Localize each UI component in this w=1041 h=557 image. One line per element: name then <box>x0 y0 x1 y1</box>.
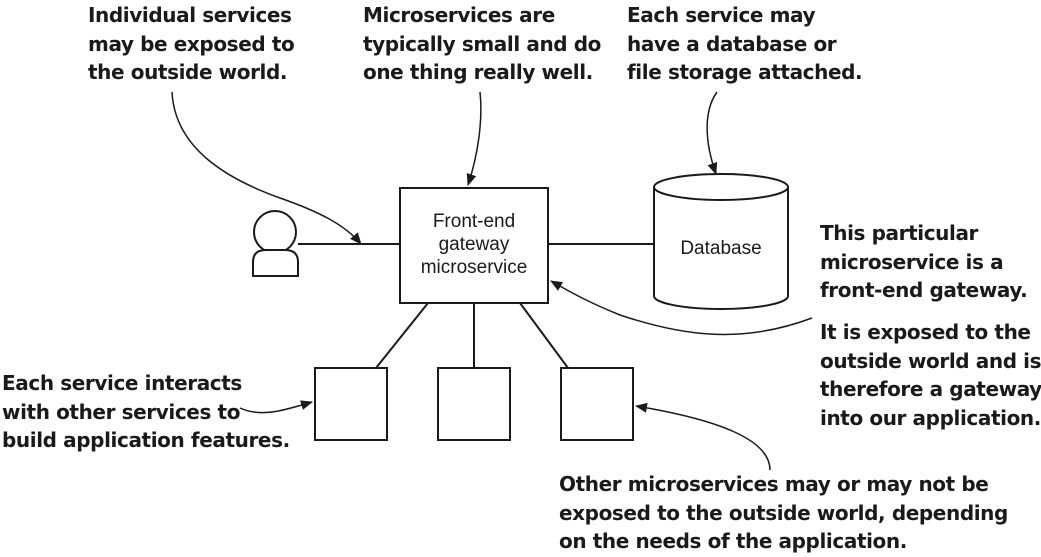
note-small-line-1: Microservices are <box>363 3 555 27</box>
note-small-line-3: one thing really well. <box>363 60 593 84</box>
note-interacts-line-2: with other services to <box>2 399 241 424</box>
note-interacts-line-3: build application features. <box>2 428 290 452</box>
gateway-label-line-3: microservice <box>420 257 528 278</box>
note-exposed: Individual services may be exposed to th… <box>88 1 295 87</box>
note-others-line-2: exposed to the outside world, depending <box>559 500 1008 525</box>
gateway-label-line-1: Front-end <box>432 211 516 232</box>
gateway-desc-arrow <box>550 280 813 336</box>
service-box-right <box>560 367 634 441</box>
database-label-text: Database <box>680 238 762 259</box>
gateway-service-right-connector <box>519 302 569 369</box>
note-exposed-gateway-line-1: It is exposed to the <box>820 320 1031 344</box>
gateway-microservice-box <box>399 187 549 304</box>
note-exposed-line-1: Individual services <box>88 3 292 27</box>
small-arrow <box>466 91 482 186</box>
note-exposed-gateway-line-3: therefore a gateway <box>820 377 1041 401</box>
note-small: Microservices are typically small and do… <box>363 1 601 87</box>
note-interacts: Each service interacts with other servic… <box>2 369 290 455</box>
gateway-label: Front-end gateway microservice <box>400 210 548 279</box>
database-label: Database <box>654 237 788 260</box>
service-box-left <box>314 367 388 441</box>
note-exposed-gateway-line-2: outside world and is <box>820 348 1041 373</box>
note-others-line-3: on the needs of the application. <box>559 529 907 553</box>
note-storage-line-1: Each service may <box>627 3 816 27</box>
note-small-line-2: typically small and do <box>363 31 602 56</box>
note-storage: Each service may have a database or file… <box>627 1 863 87</box>
note-gateway-desc: This particular microservice is a front-… <box>820 219 1028 305</box>
note-exposed-gateway: It is exposed to the outside world and i… <box>820 318 1041 432</box>
note-interacts-line-1: Each service interacts <box>2 371 242 395</box>
gateway-service-left-connector <box>375 302 429 369</box>
note-storage-line-2: have a database or <box>627 31 837 56</box>
exposed-arrow <box>171 91 362 245</box>
note-exposed-line-3: the outside world. <box>88 60 288 84</box>
note-exposed-line-2: may be exposed to <box>88 31 295 56</box>
others-arrow <box>635 402 771 471</box>
note-others-line-1: Other microservices may or may not be <box>559 472 989 496</box>
service-box-middle <box>437 367 511 441</box>
storage-arrow <box>706 91 718 175</box>
gateway-label-line-2: gateway <box>438 234 510 255</box>
note-exposed-gateway-line-4: into our application. <box>820 405 1041 430</box>
note-gateway-desc-line-1: This particular <box>820 221 979 245</box>
note-storage-line-3: file storage attached. <box>627 60 863 84</box>
note-gateway-desc-line-3: front-end gateway. <box>820 278 1028 302</box>
interacts-arrow <box>239 400 313 414</box>
note-others: Other microservices may or may not be ex… <box>559 470 1008 556</box>
user-icon <box>252 210 299 277</box>
database-cylinder <box>653 173 789 310</box>
note-gateway-desc-line-2: microservice is a <box>820 249 1004 274</box>
